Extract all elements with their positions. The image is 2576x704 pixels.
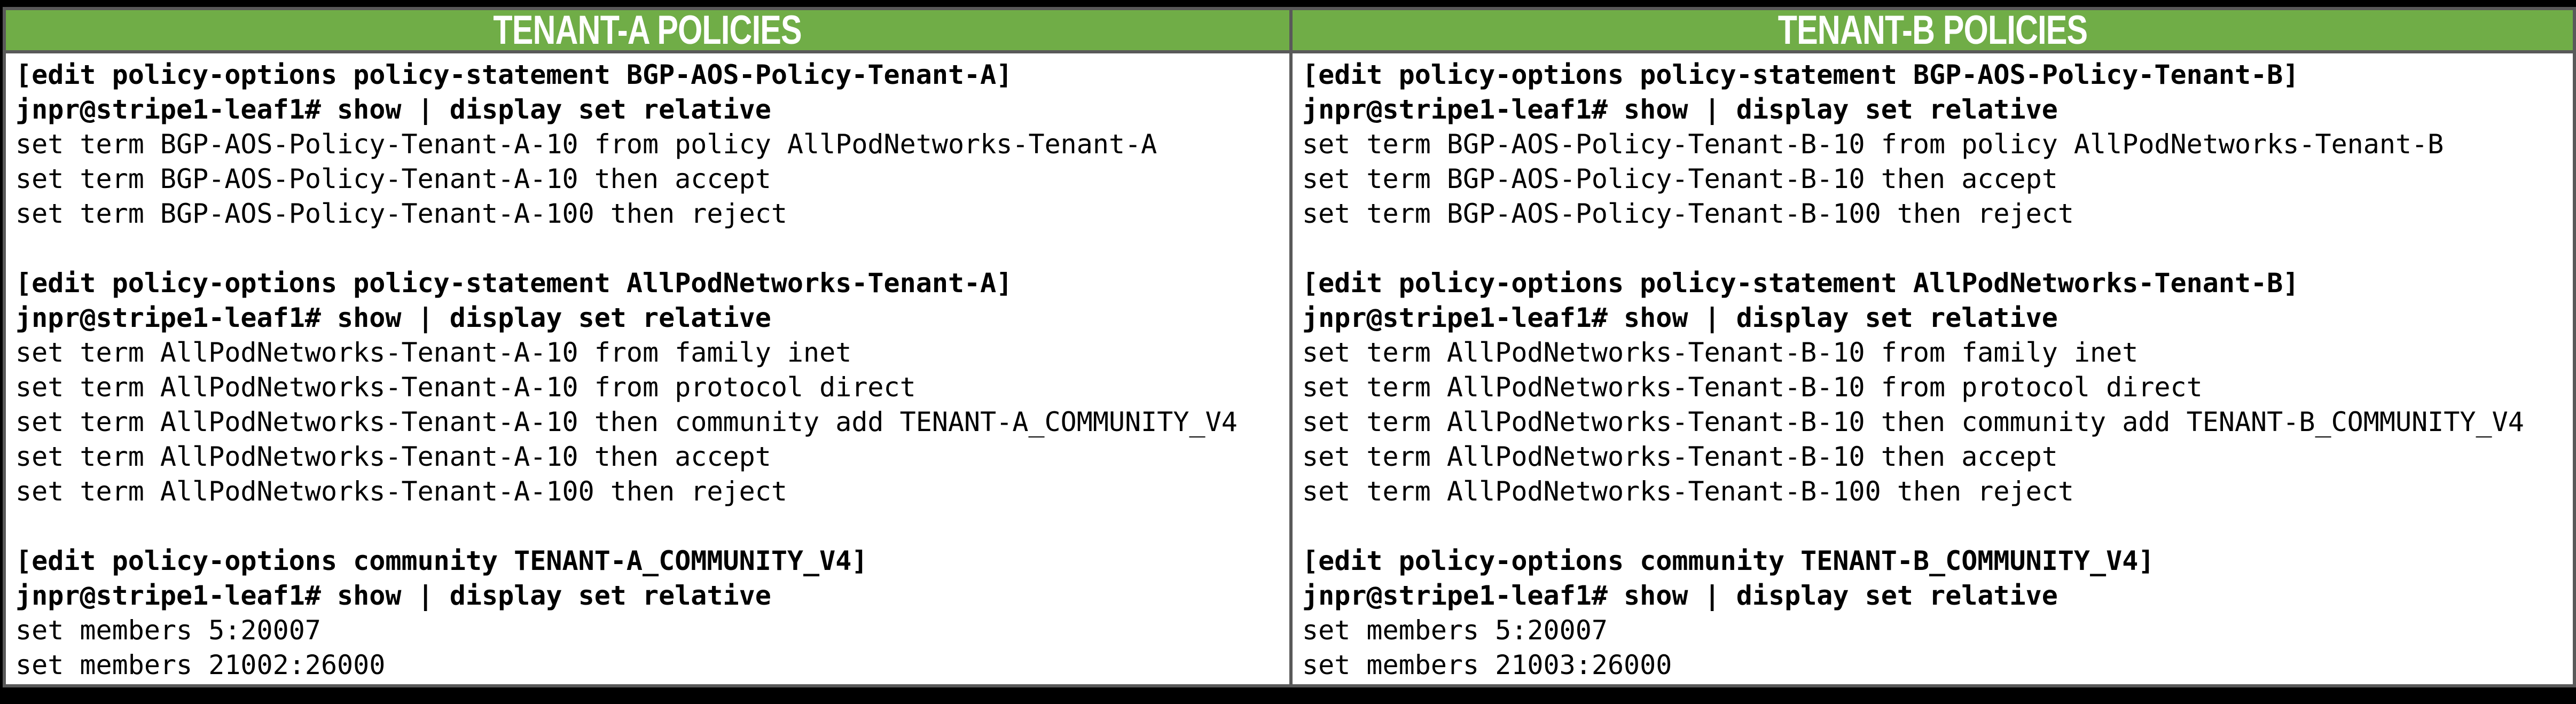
cli-prompt-line: jnpr@stripe1-leaf1# show | display set r… — [15, 580, 771, 611]
set-command-line: set term AllPodNetworks-Tenant-B-10 then… — [1302, 406, 2524, 437]
set-command-line: set term AllPodNetworks-Tenant-B-10 then… — [1302, 441, 2058, 472]
set-command-line: set term BGP-AOS-Policy-Tenant-B-10 then… — [1302, 163, 2058, 194]
column-header-tenant-a: TENANT-A POLICIES — [6, 10, 1289, 50]
policy-comparison-table: TENANT-A POLICIES TENANT-B POLICIES [edi… — [3, 7, 2576, 687]
cli-prompt-line: jnpr@stripe1-leaf1# show | display set r… — [1302, 94, 2058, 125]
config-section: [edit policy-options community TENANT-B_… — [1302, 544, 2573, 683]
set-command-line: set term AllPodNetworks-Tenant-B-10 from… — [1302, 337, 2139, 368]
config-section: [edit policy-options policy-statement Al… — [15, 266, 1289, 509]
edit-banner-line: [edit policy-options policy-statement Al… — [1302, 268, 2299, 299]
set-command-line: set term AllPodNetworks-Tenant-A-10 from… — [15, 372, 916, 403]
cli-prompt-line: jnpr@stripe1-leaf1# show | display set r… — [15, 94, 771, 125]
config-section: [edit policy-options policy-statement BG… — [15, 58, 1289, 231]
edit-banner-line: [edit policy-options community TENANT-A_… — [15, 545, 868, 576]
set-command-line: set term AllPodNetworks-Tenant-A-10 from… — [15, 337, 852, 368]
set-command-line: set term AllPodNetworks-Tenant-B-100 the… — [1302, 476, 2074, 507]
set-command-line: set members 21002:26000 — [15, 650, 386, 680]
set-command-line: set term AllPodNetworks-Tenant-B-10 from… — [1302, 372, 2203, 403]
set-command-line: set members 5:20007 — [15, 615, 321, 646]
edit-banner-line: [edit policy-options policy-statement BG… — [1302, 59, 2299, 90]
set-command-line: set term AllPodNetworks-Tenant-A-10 then… — [15, 406, 1238, 437]
set-command-line: set term BGP-AOS-Policy-Tenant-A-100 the… — [15, 198, 787, 229]
set-command-line: set term BGP-AOS-Policy-Tenant-B-100 the… — [1302, 198, 2074, 229]
edit-banner-line: [edit policy-options policy-statement Al… — [15, 268, 1013, 299]
config-section: [edit policy-options policy-statement Al… — [1302, 266, 2573, 509]
table-header-row: TENANT-A POLICIES TENANT-B POLICIES — [6, 10, 2573, 53]
cli-prompt-line: jnpr@stripe1-leaf1# show | display set r… — [1302, 580, 2058, 611]
tenant-b-header-label: TENANT-B POLICIES — [1778, 10, 2088, 50]
set-command-line: set term AllPodNetworks-Tenant-A-10 then… — [15, 441, 771, 472]
edit-banner-line: [edit policy-options policy-statement BG… — [15, 59, 1013, 90]
set-command-line: set term AllPodNetworks-Tenant-A-100 the… — [15, 476, 787, 507]
table-body-row: [edit policy-options policy-statement BG… — [6, 53, 2573, 684]
cli-prompt-line: jnpr@stripe1-leaf1# show | display set r… — [1302, 302, 2058, 333]
tenant-a-header-label: TENANT-A POLICIES — [493, 10, 802, 50]
config-section: [edit policy-options community TENANT-A_… — [15, 544, 1289, 683]
set-command-line: set term BGP-AOS-Policy-Tenant-A-10 then… — [15, 163, 771, 194]
set-command-line: set term BGP-AOS-Policy-Tenant-B-10 from… — [1302, 129, 2444, 160]
tenant-a-config-cell: [edit policy-options policy-statement BG… — [6, 53, 1289, 684]
tenant-b-config-cell: [edit policy-options policy-statement BG… — [1289, 53, 2573, 684]
config-section: [edit policy-options policy-statement BG… — [1302, 58, 2573, 231]
set-command-line: set members 5:20007 — [1302, 615, 1608, 646]
set-command-line: set term BGP-AOS-Policy-Tenant-A-10 from… — [15, 129, 1157, 160]
column-header-tenant-b: TENANT-B POLICIES — [1289, 10, 2573, 50]
cli-prompt-line: jnpr@stripe1-leaf1# show | display set r… — [15, 302, 771, 333]
edit-banner-line: [edit policy-options community TENANT-B_… — [1302, 545, 2155, 576]
set-command-line: set members 21003:26000 — [1302, 650, 1672, 680]
